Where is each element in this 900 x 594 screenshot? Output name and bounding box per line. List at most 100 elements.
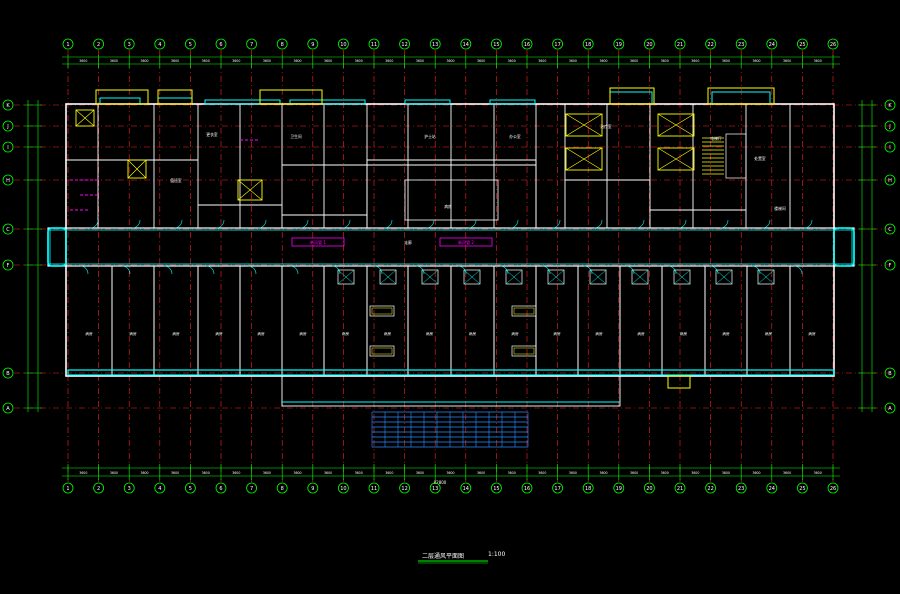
door-arc xyxy=(667,265,677,275)
axis-bubble xyxy=(93,482,104,494)
axis-bubble xyxy=(337,38,349,50)
dim-segment-label: 3600 xyxy=(599,471,607,475)
axis-bubble-label: 5 xyxy=(189,42,192,48)
axis-bubble xyxy=(521,482,533,494)
dim-segment-label: 3600 xyxy=(477,471,485,475)
axis-bubble xyxy=(613,38,625,50)
door-arc xyxy=(383,219,393,229)
axis-bubble xyxy=(582,38,594,50)
axis-bubble-label: 26 xyxy=(830,486,836,492)
dim-segment-label: 3600 xyxy=(477,59,485,63)
entrance-canopy xyxy=(281,375,621,407)
axis-bubble-label: 2 xyxy=(97,42,100,48)
bay-frame xyxy=(157,89,193,105)
axis-bubble xyxy=(490,482,502,494)
axis-bubble xyxy=(62,38,74,50)
axis-bubble xyxy=(123,482,135,494)
axis-bubble xyxy=(2,99,14,111)
axis-bubble-label: 3 xyxy=(128,486,131,492)
ward-label: 病房 xyxy=(765,331,773,336)
diffuser-box xyxy=(547,269,565,285)
ward-label: 病房 xyxy=(808,331,816,336)
dim-segment-label: 3600 xyxy=(202,471,210,475)
axis-bubble xyxy=(307,38,319,50)
axis-bubble xyxy=(2,402,14,414)
dim-segment-label: 3600 xyxy=(691,471,699,475)
axis-bubble-label: C xyxy=(6,227,10,233)
duct-tag-label: 新风管 2 xyxy=(458,239,474,245)
shaft-box xyxy=(657,113,695,137)
shaft-box xyxy=(127,159,147,179)
room-label: 处置室 xyxy=(754,156,766,161)
dim-segment-label: 3600 xyxy=(814,59,822,63)
room-label: 楼梯间 xyxy=(774,206,786,211)
axis-grid xyxy=(14,50,890,482)
axis-bubble-label: 13 xyxy=(432,486,438,492)
dim-segment-label: 3600 xyxy=(508,59,516,63)
ward-label: 病房 xyxy=(384,331,392,336)
axis-bubble-label: 13 xyxy=(432,42,438,48)
door-arc xyxy=(121,265,131,275)
axis-bubble-label: 12 xyxy=(401,42,407,48)
stair xyxy=(702,133,747,179)
shaft-cross xyxy=(565,147,603,171)
ward-label: 病房 xyxy=(680,331,688,336)
plan-scale: 1:100 xyxy=(488,551,506,558)
axis-bubble-label: 19 xyxy=(616,42,622,48)
door-arc xyxy=(173,219,183,229)
duct-tag-box xyxy=(439,237,493,247)
ward-label: 病房 xyxy=(215,331,223,336)
shaft-box xyxy=(565,113,603,137)
dim-segment-label: 3600 xyxy=(355,59,363,63)
axis-bubble-label: 7 xyxy=(250,486,253,492)
axis-bubble-label: 22 xyxy=(707,42,713,48)
axis-bubble xyxy=(184,482,196,494)
axis-bubble xyxy=(521,38,533,50)
axis-bubble-label: 16 xyxy=(524,486,530,492)
diffuser-cross xyxy=(673,269,691,285)
dim-segment-label: 3600 xyxy=(110,471,118,475)
axis-bubble xyxy=(93,38,104,50)
north-window xyxy=(289,99,366,105)
axis-bubble xyxy=(399,38,411,50)
plan-title-block: 二层通风平面图 xyxy=(410,548,500,568)
bed-inner xyxy=(513,347,535,355)
axis-bubble-label: I xyxy=(7,145,8,151)
north-window xyxy=(99,97,141,105)
axis-bubble xyxy=(884,367,896,379)
axis-bubble-label: 15 xyxy=(493,42,499,48)
axis-bubble xyxy=(399,482,411,494)
dim-segment-label: 3600 xyxy=(569,59,577,63)
corridor-inner xyxy=(49,229,853,265)
ward-label: 病房 xyxy=(469,331,477,336)
corridor-end-left xyxy=(47,227,67,267)
axis-bubble xyxy=(674,38,686,50)
axis-bubble-label: 16 xyxy=(524,42,530,48)
door-arc xyxy=(499,265,509,275)
dim-segment-label: 3600 xyxy=(599,59,607,63)
shaft-cross xyxy=(565,113,603,137)
dim-segment-label: 3600 xyxy=(538,59,546,63)
door-arc xyxy=(635,219,645,229)
diffuser-box xyxy=(379,269,397,285)
duct-tag-box xyxy=(291,237,345,247)
axis-bubble-label: A xyxy=(6,406,10,412)
diffuser-cross xyxy=(463,269,481,285)
axis-bubble xyxy=(246,482,258,494)
ward-label: 病房 xyxy=(85,331,93,336)
dim-segment-label: 3600 xyxy=(385,59,393,63)
axis-bubble xyxy=(246,38,258,50)
dim-segment-label: 3600 xyxy=(446,471,454,475)
axis-bubble-label: 6 xyxy=(219,42,222,48)
axis-bubble xyxy=(2,367,14,379)
dim-segment-label: 3600 xyxy=(232,471,240,475)
door-arc xyxy=(425,219,435,229)
axis-bubble-label: 23 xyxy=(738,42,744,48)
diffuser-box xyxy=(673,269,691,285)
dim-segment-label: 3600 xyxy=(110,59,118,63)
diffuser-box xyxy=(631,269,649,285)
dim-segment-label: 3600 xyxy=(79,59,87,63)
axis-bubble xyxy=(884,174,896,186)
door-arc xyxy=(373,265,383,275)
axis-bubble-label: 21 xyxy=(677,486,683,492)
